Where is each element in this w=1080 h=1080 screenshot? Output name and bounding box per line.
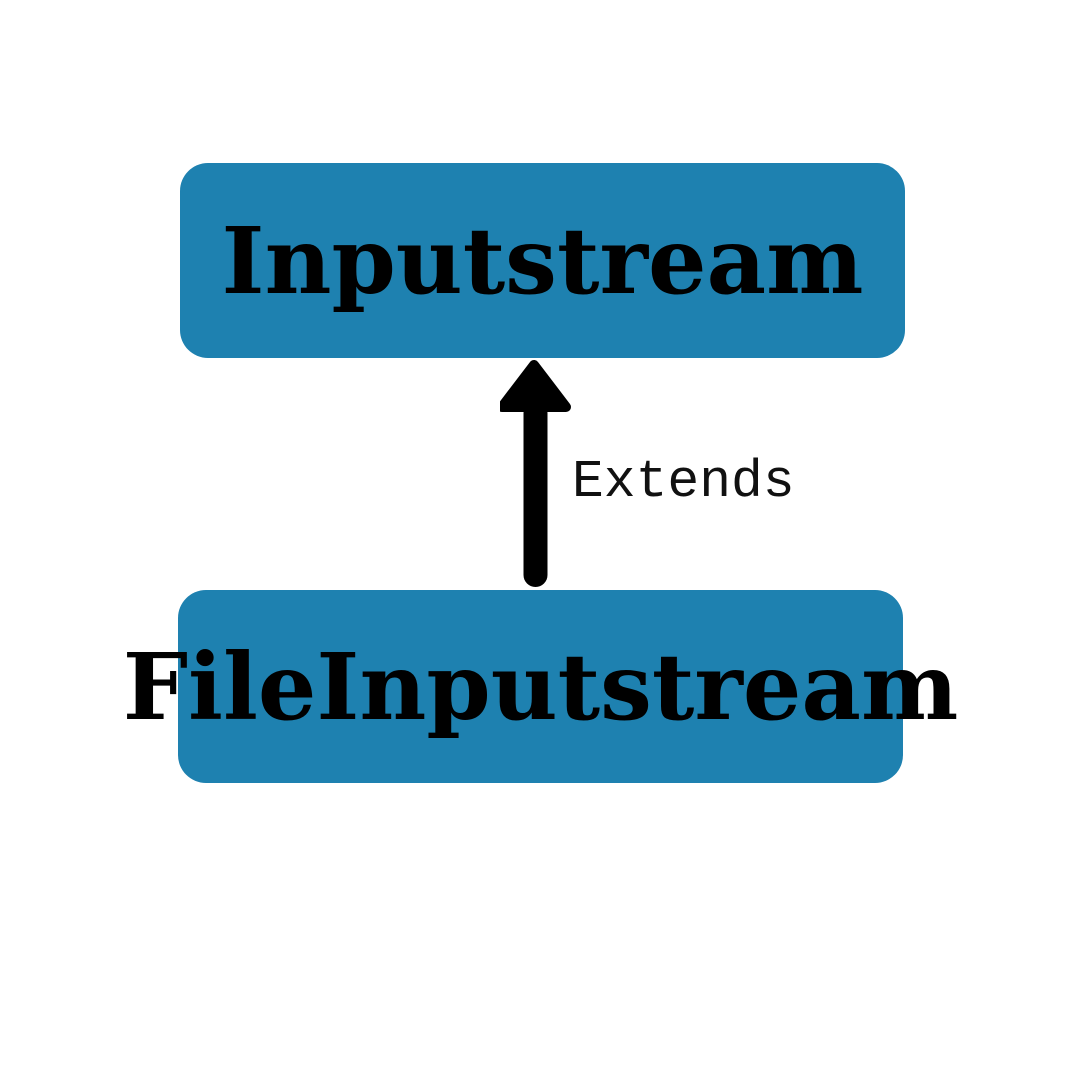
extends-arrow-icon: [500, 360, 571, 587]
node-fileinputstream: FileInputstream: [123, 590, 958, 783]
arrow-head: [500, 360, 571, 412]
node-fileinputstream-label: FileInputstream: [122, 632, 959, 741]
edge-label-extends: Extends: [572, 452, 795, 512]
node-inputstream: Inputstream: [180, 163, 905, 358]
node-inputstream-label: Inputstream: [221, 206, 864, 315]
